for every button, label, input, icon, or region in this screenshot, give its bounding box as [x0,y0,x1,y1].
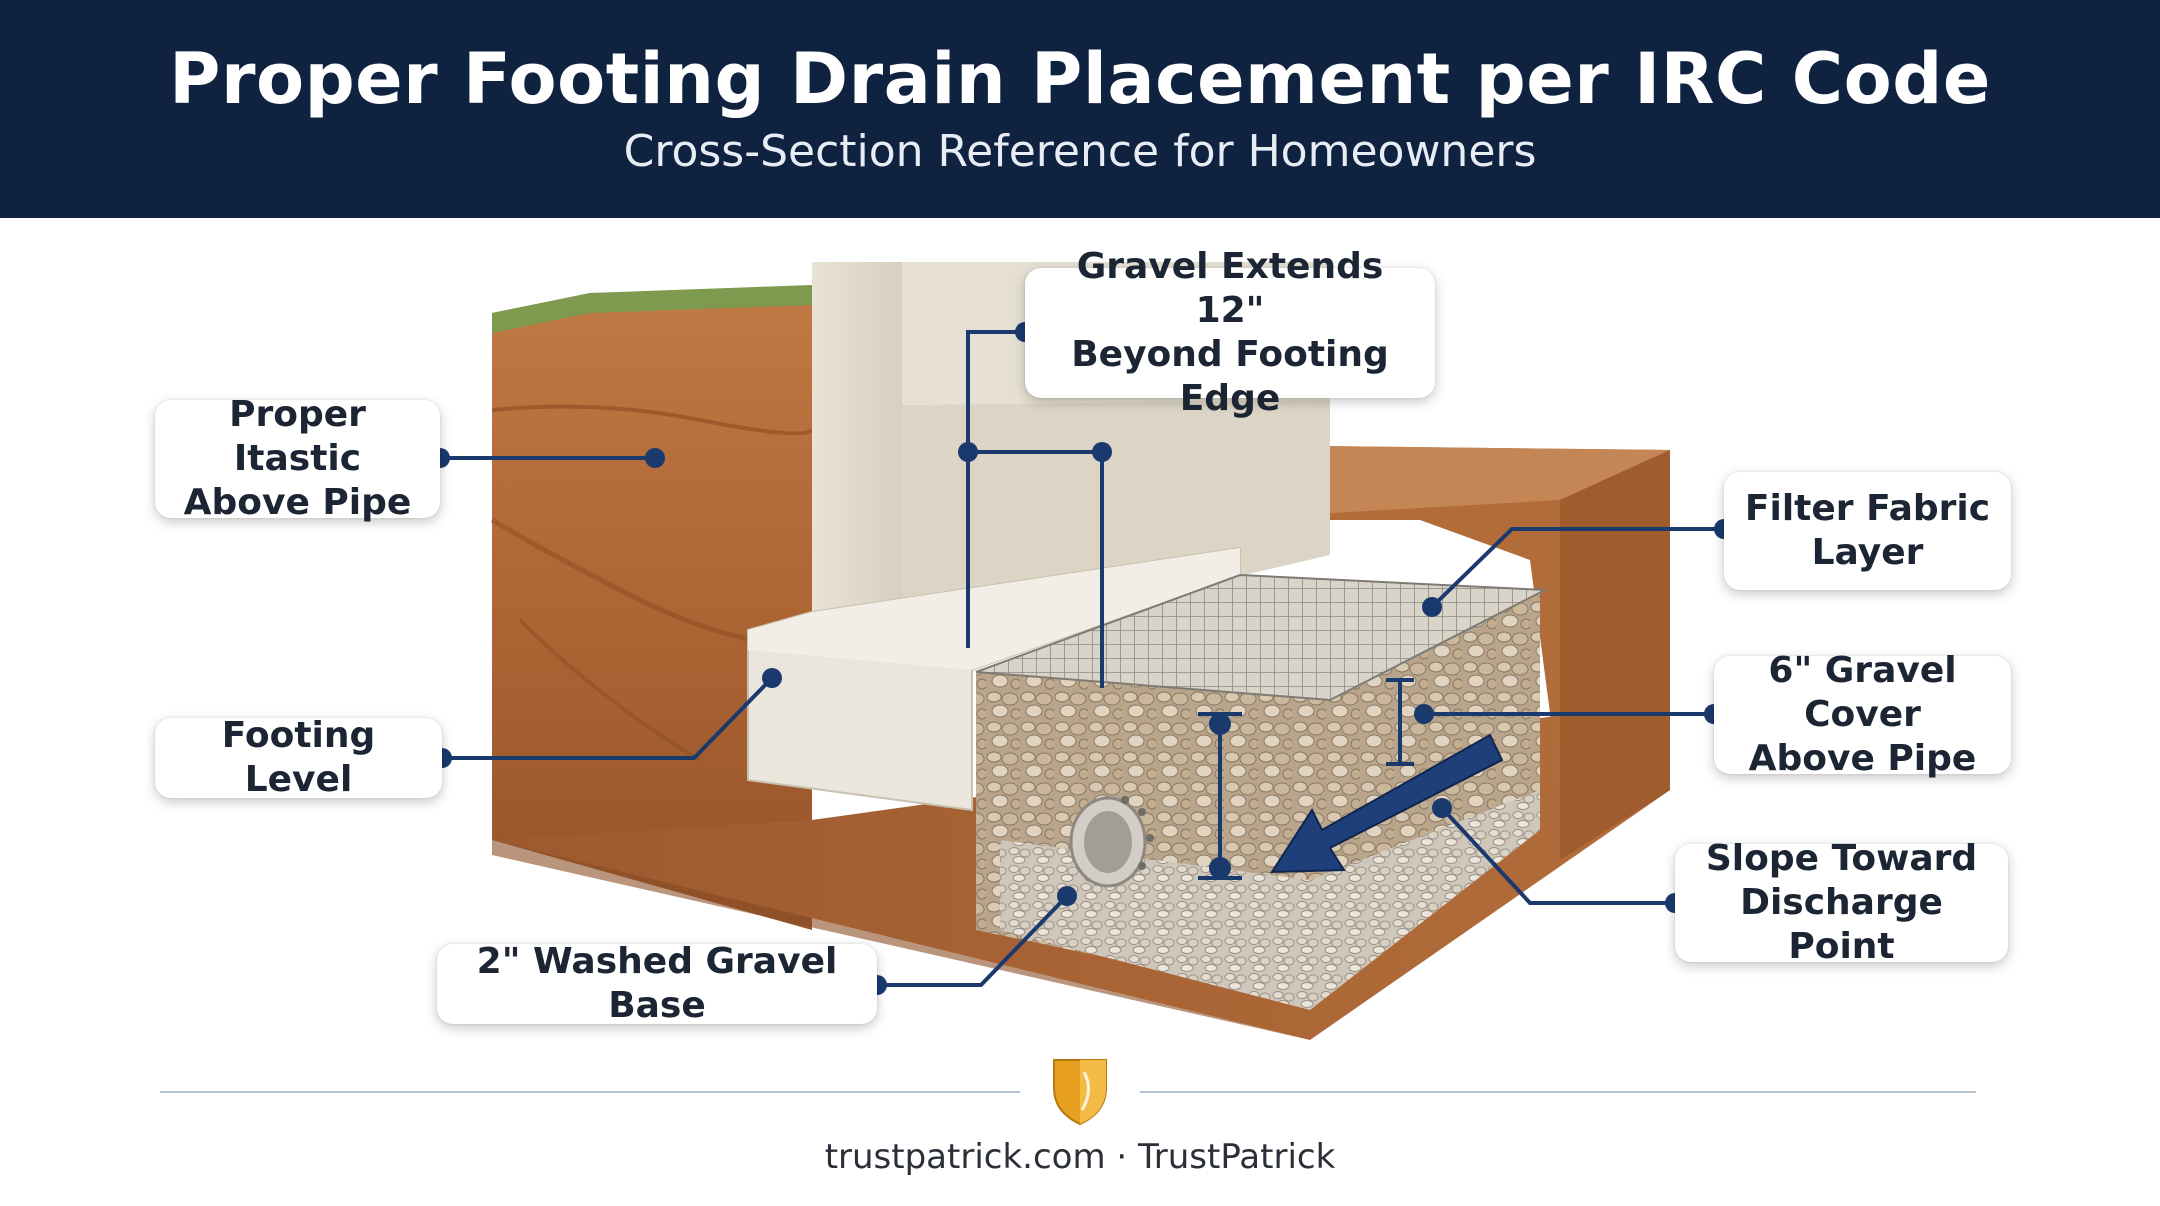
callout-washed-gravel: 2" Washed Gravel Base [437,941,877,1026]
callout-proper-itastic: Proper Itastic Above Pipe [155,394,440,523]
header-banner: Proper Footing Drain Placement per IRC C… [0,0,2160,218]
grass-strip [492,285,812,333]
callout-footing-level: Footing Level [155,715,442,800]
drain-pipe [1069,796,1154,888]
page-title: Proper Footing Drain Placement per IRC C… [169,38,1991,120]
footer-attribution: trustpatrick.com · TrustPatrick [824,1137,1336,1177]
slope-arrow [1270,733,1504,874]
callout-gravel-extends: Gravel Extends 12" Beyond Footing Edge [1025,246,1435,419]
callout-slope-toward: Slope Toward Discharge Point [1675,838,2008,967]
shield-icon [1053,1059,1107,1126]
callout-gravel-cover: 6" Gravel Cover Above Pipe [1714,650,2011,779]
callout-filter-fabric: Filter Fabric Layer [1724,472,2011,590]
page-subtitle: Cross-Section Reference for Homeowners [623,126,1537,177]
gravel-base [1000,790,1540,1010]
filter-fabric [975,573,1549,702]
soil-right-block [1210,445,1670,790]
soil-left-block [492,288,812,930]
foundation-wall [812,262,902,662]
